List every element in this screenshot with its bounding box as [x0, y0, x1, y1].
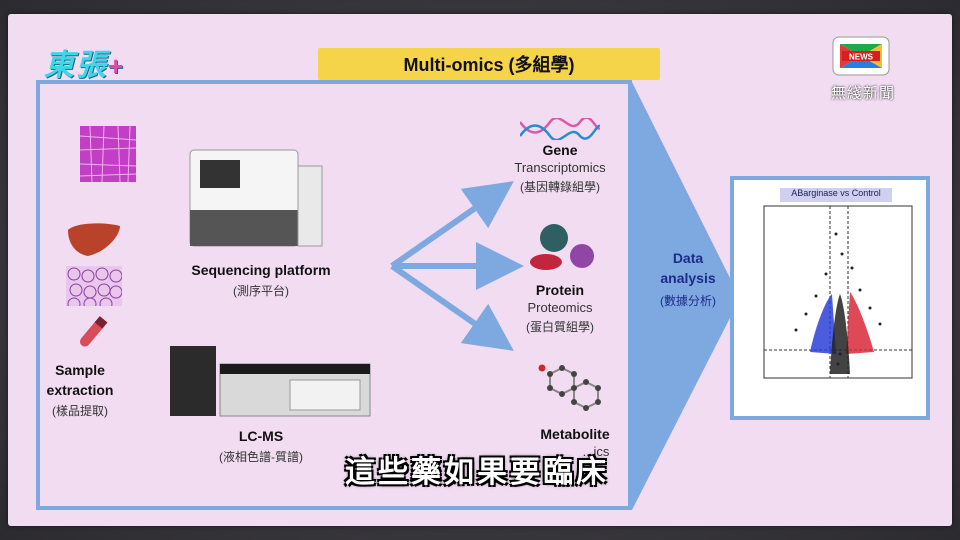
liver-icon [68, 223, 120, 256]
data-analysis-zh: (數據分析) [660, 294, 716, 308]
sample-label-line1: Sample [55, 362, 105, 378]
lcms-label-zh: (液相色譜-質譜) [219, 450, 303, 464]
gene-sub: Transcriptomics [514, 160, 606, 175]
sequencer-icon [189, 149, 323, 247]
slide-title: Multi-omics (多組學) [318, 48, 660, 80]
tvb-news-logo: NEWS [832, 36, 890, 76]
data-analysis-line2: analysis [660, 270, 716, 286]
lcms-icon [170, 346, 371, 417]
volcano-plot-title: ABarginase vs Control [780, 188, 892, 202]
news-logo-text: NEWS [849, 53, 874, 62]
tissue-image-icon [80, 126, 136, 182]
molecule-icon [538, 364, 601, 411]
metabolite-sub: ...ics [582, 444, 610, 459]
channel-logo-text: 東張 [44, 49, 108, 82]
branch-arrows [390, 181, 524, 351]
cell-tissue-icon [66, 266, 122, 306]
news-channel-name: 無綫新聞 [830, 85, 895, 102]
gene-title: Gene [542, 142, 578, 158]
sample-label-zh: (樣品提取) [52, 404, 108, 418]
lcms-label: LC-MS [238, 428, 284, 444]
metabolite-title: Metabolite [540, 426, 610, 442]
caption-subtitle: 這些藥如果要臨床 [345, 456, 609, 489]
sequencing-label-zh: (測序平台) [233, 284, 289, 298]
arrow-to-metabolite [390, 263, 514, 351]
sample-label-line2: extraction [46, 382, 114, 398]
big-arrow-shape [632, 82, 732, 510]
channel-logo: 東張+ [44, 40, 164, 84]
sequencing-label: Sequencing platform [191, 262, 331, 278]
sample-tube-icon [79, 316, 108, 347]
protein-zh: (蛋白質組學) [526, 320, 594, 334]
protein-title: Protein [535, 282, 585, 298]
protein-icon [530, 224, 594, 270]
channel-logo-plus: + [108, 51, 126, 81]
arrow-to-gene [390, 181, 514, 269]
gene-zh: (基因轉錄組學) [520, 180, 600, 194]
workflow-frame [36, 80, 632, 510]
dna-icon [520, 118, 600, 140]
volcano-plot-image [763, 205, 913, 379]
protein-sub: Proteomics [527, 300, 593, 315]
data-analysis-line1: Data [672, 250, 704, 266]
